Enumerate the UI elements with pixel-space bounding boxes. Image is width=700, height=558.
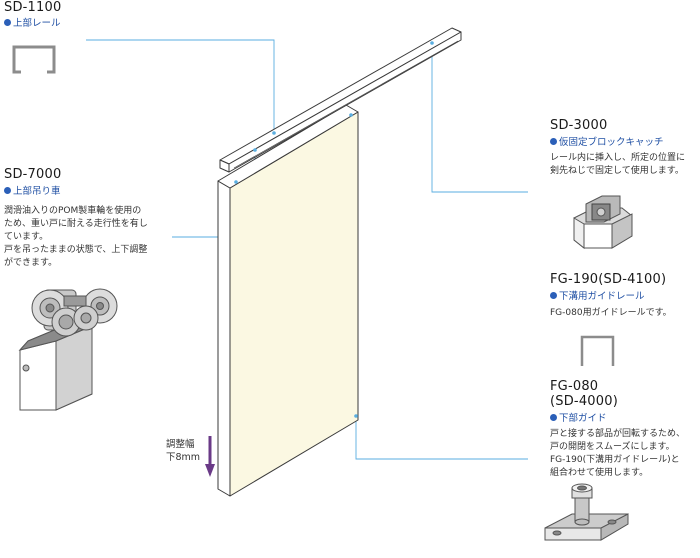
fg190-code: FG-190	[550, 272, 599, 287]
sd7000-desc-line: ができます。	[4, 258, 58, 268]
sd1100-name: 上部レール	[13, 18, 61, 29]
fg080-name-row: 下部ガイド	[550, 410, 607, 424]
fg190-code-alt: (SD-4100)	[598, 272, 667, 287]
bullet-icon	[550, 292, 557, 299]
adjust-label: 調整幅 下8mm	[166, 438, 200, 464]
sd3000-desc-line: レール内に挿入し、所定の位置に	[550, 153, 686, 163]
guide-illustration-icon	[544, 483, 629, 541]
sd7000-desc-line: ため、重い戸に耐える走行性を有し	[4, 219, 148, 229]
fg190-desc: FG-080用ガイドレールです。	[550, 307, 672, 320]
fg190-name-row: 下溝用ガイドレール	[550, 288, 645, 302]
fg080-desc-line: 組合わせて使用します。	[550, 468, 649, 478]
dot-hanger	[349, 113, 353, 117]
sd7000-desc-line: 戸を吊ったままの状態で、上下調整	[4, 245, 148, 255]
fg080-desc-line: FG-190(下溝用ガイドレール)と	[550, 455, 680, 465]
sd1100-code: SD-1100	[4, 0, 62, 15]
sd7000-name: 上部吊り車	[13, 186, 61, 197]
leader-sd3000-a	[431, 42, 528, 193]
dot-rail-left	[272, 131, 276, 135]
sd3000-desc: レール内に挿入し、所定の位置に 剣先ねじで固定して使用します。	[550, 152, 685, 178]
sd7000-desc: 潤滑油入りのPOM製車輪を使用の ため、重い戸に耐える走行性を有し ています。 …	[4, 205, 148, 270]
sd3000-name-row: 仮固定ブロックキャッチ	[550, 134, 664, 148]
sliding-door	[217, 104, 359, 497]
fg190-code-row: FG-190(SD-4100)	[550, 272, 666, 287]
sd7000-desc-line: ています。	[4, 232, 49, 242]
catch-illustration-icon	[573, 195, 633, 250]
dot-door-left	[234, 180, 238, 184]
adjust-arrow-icon	[205, 436, 215, 477]
rail-end	[219, 159, 230, 173]
fg080-code: FG-080	[550, 379, 599, 394]
sd3000-desc-line: 剣先ねじで固定して使用します。	[550, 166, 684, 176]
fg190-desc-line: FG-080用ガイドレールです。	[550, 308, 672, 318]
fg080-name: 下部ガイド	[559, 413, 607, 424]
top-rail	[219, 27, 462, 173]
dot-catch	[253, 148, 257, 152]
sd7000-desc-line: 潤滑油入りのPOM製車輪を使用の	[4, 206, 142, 216]
dot-guide	[354, 414, 358, 418]
dot-rail-right	[430, 41, 434, 45]
sd3000-name: 仮固定ブロックキャッチ	[559, 137, 664, 148]
bullet-icon	[4, 19, 11, 26]
bullet-icon	[4, 187, 11, 194]
sd3000-code: SD-3000	[550, 118, 608, 133]
leader-dots	[234, 41, 434, 418]
bullet-icon	[550, 138, 557, 145]
fg190-name: 下溝用ガイドレール	[559, 291, 645, 302]
fg080-desc: 戸と接する部品が回転するため、 戸の開閉をスムーズにします。 FG-190(下溝…	[550, 428, 685, 480]
door-top	[217, 104, 359, 189]
leader-sd1100	[86, 39, 275, 132]
sd7000-name-row: 上部吊り車	[4, 183, 61, 197]
bullet-icon	[550, 414, 557, 421]
sd1100-name-row: 上部レール	[4, 15, 61, 29]
leader-fg080	[355, 416, 528, 460]
fg080-code-alt: (SD-4000)	[550, 394, 618, 409]
rail-section-icon	[12, 45, 56, 74]
adjust-label-title: 調整幅	[166, 439, 195, 450]
adjust-label-value: 下8mm	[166, 452, 201, 463]
guide-rail-section-icon	[580, 335, 615, 366]
sd7000-code: SD-7000	[4, 167, 62, 182]
door-edge	[217, 180, 231, 497]
hanger-illustration-icon	[18, 288, 118, 411]
fg080-desc-line: 戸と接する部品が回転するため、	[550, 429, 686, 439]
fg080-desc-line: 戸の開閉をスムーズにします。	[550, 442, 675, 452]
